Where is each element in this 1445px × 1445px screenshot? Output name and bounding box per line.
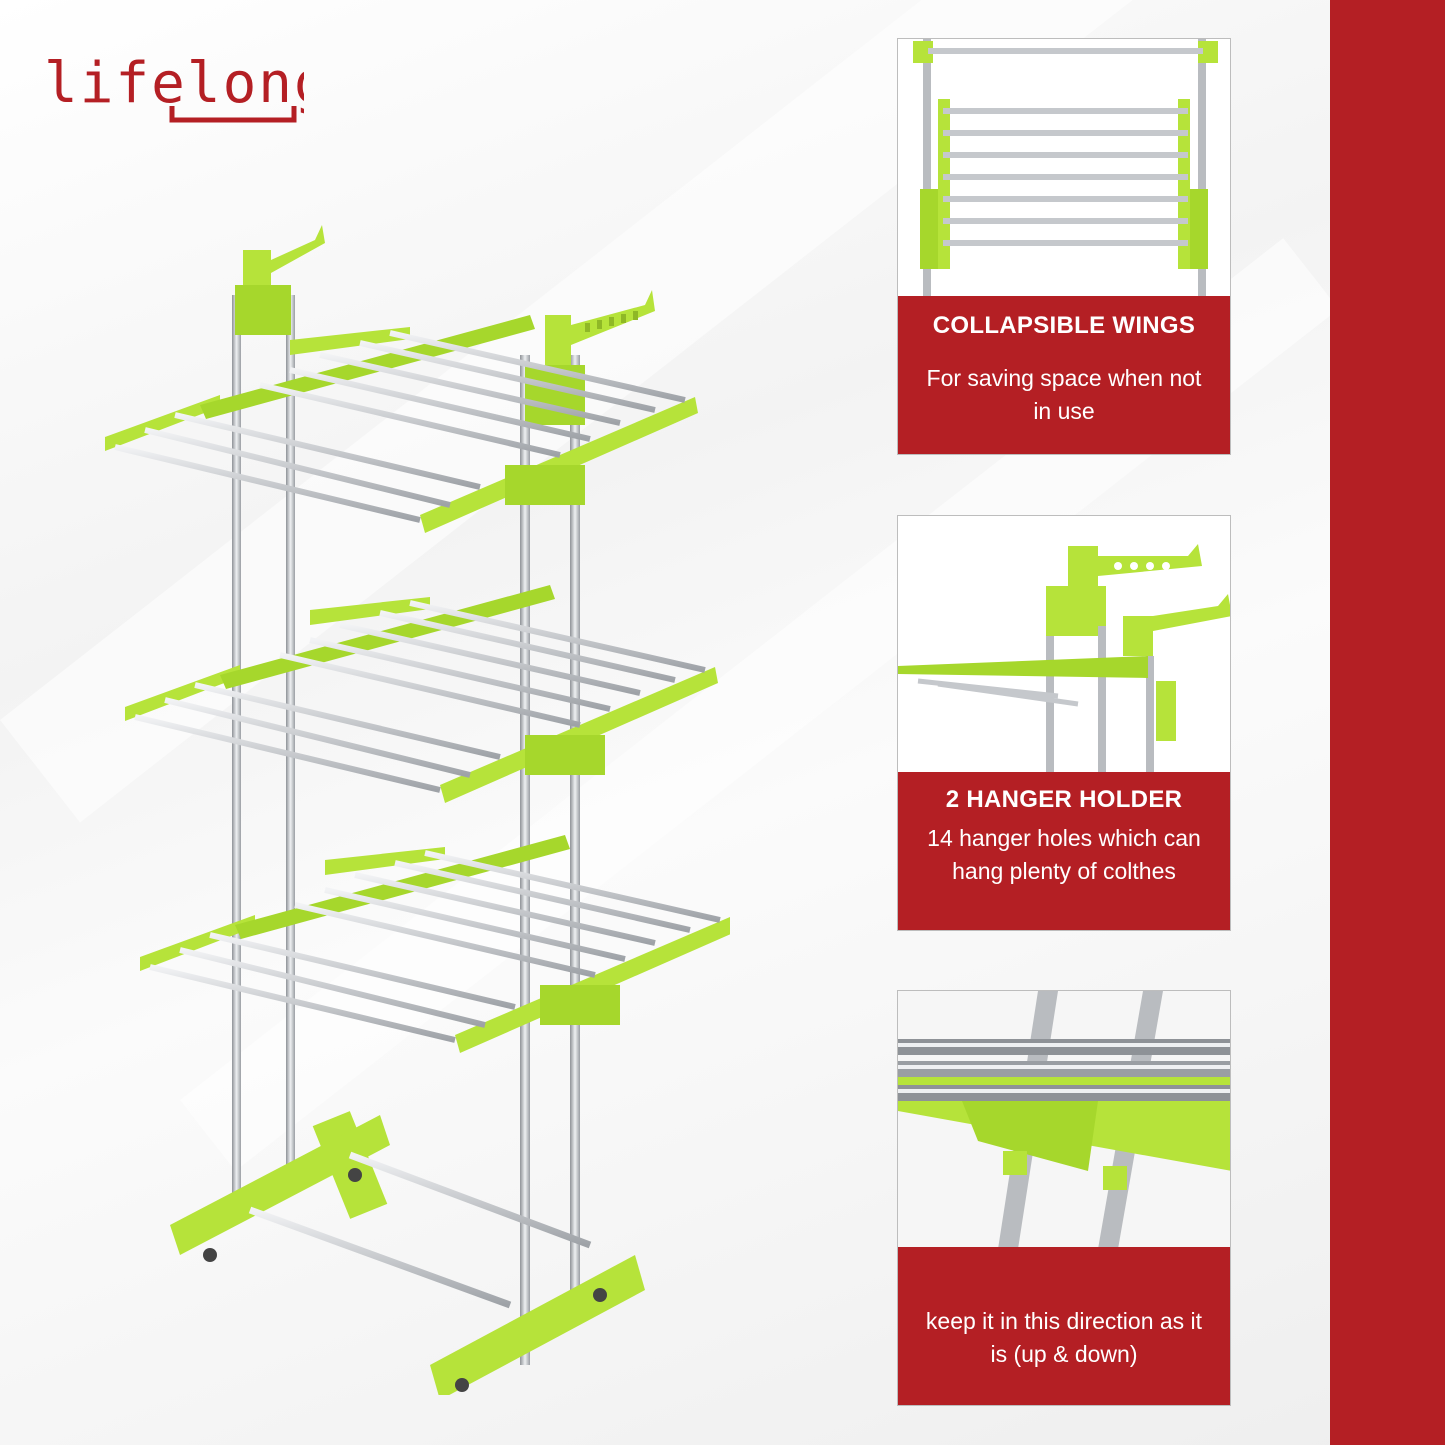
feature-description: 14 hanger holes which can hang plenty of… — [927, 825, 1201, 884]
hanger-holder-photo — [898, 516, 1230, 774]
feature-card-collapsible-wings: COLLAPSIBLE WINGS For saving space when … — [897, 38, 1231, 455]
brand-side-stripe — [1330, 0, 1445, 1445]
feature-title: 2 HANGER HOLDER — [945, 786, 1183, 813]
brand-logo: lifelong — [44, 44, 328, 124]
feature-description: keep it in this direction as it is (up &… — [925, 1308, 1203, 1367]
feature-description: For saving space when not in use — [926, 365, 1202, 424]
feature-card-hanger-holder: 2 HANGER HOLDER 14 hanger holes which ca… — [897, 515, 1231, 931]
direction-caption: keep it in this direction as it is (up &… — [898, 1247, 1230, 1405]
collapsible-wings-caption: COLLAPSIBLE WINGS For saving space when … — [898, 296, 1230, 454]
feature-card-direction: keep it in this direction as it is (up &… — [897, 990, 1231, 1406]
brand-logo-text: lifelong — [44, 51, 304, 116]
hanger-holder-caption: 2 HANGER HOLDER 14 hanger holes which ca… — [898, 772, 1230, 930]
direction-photo — [898, 991, 1230, 1249]
collapsible-wings-photo — [898, 39, 1230, 298]
drying-rack-illustration — [90, 215, 730, 1400]
feature-title: COLLAPSIBLE WINGS — [932, 312, 1196, 339]
